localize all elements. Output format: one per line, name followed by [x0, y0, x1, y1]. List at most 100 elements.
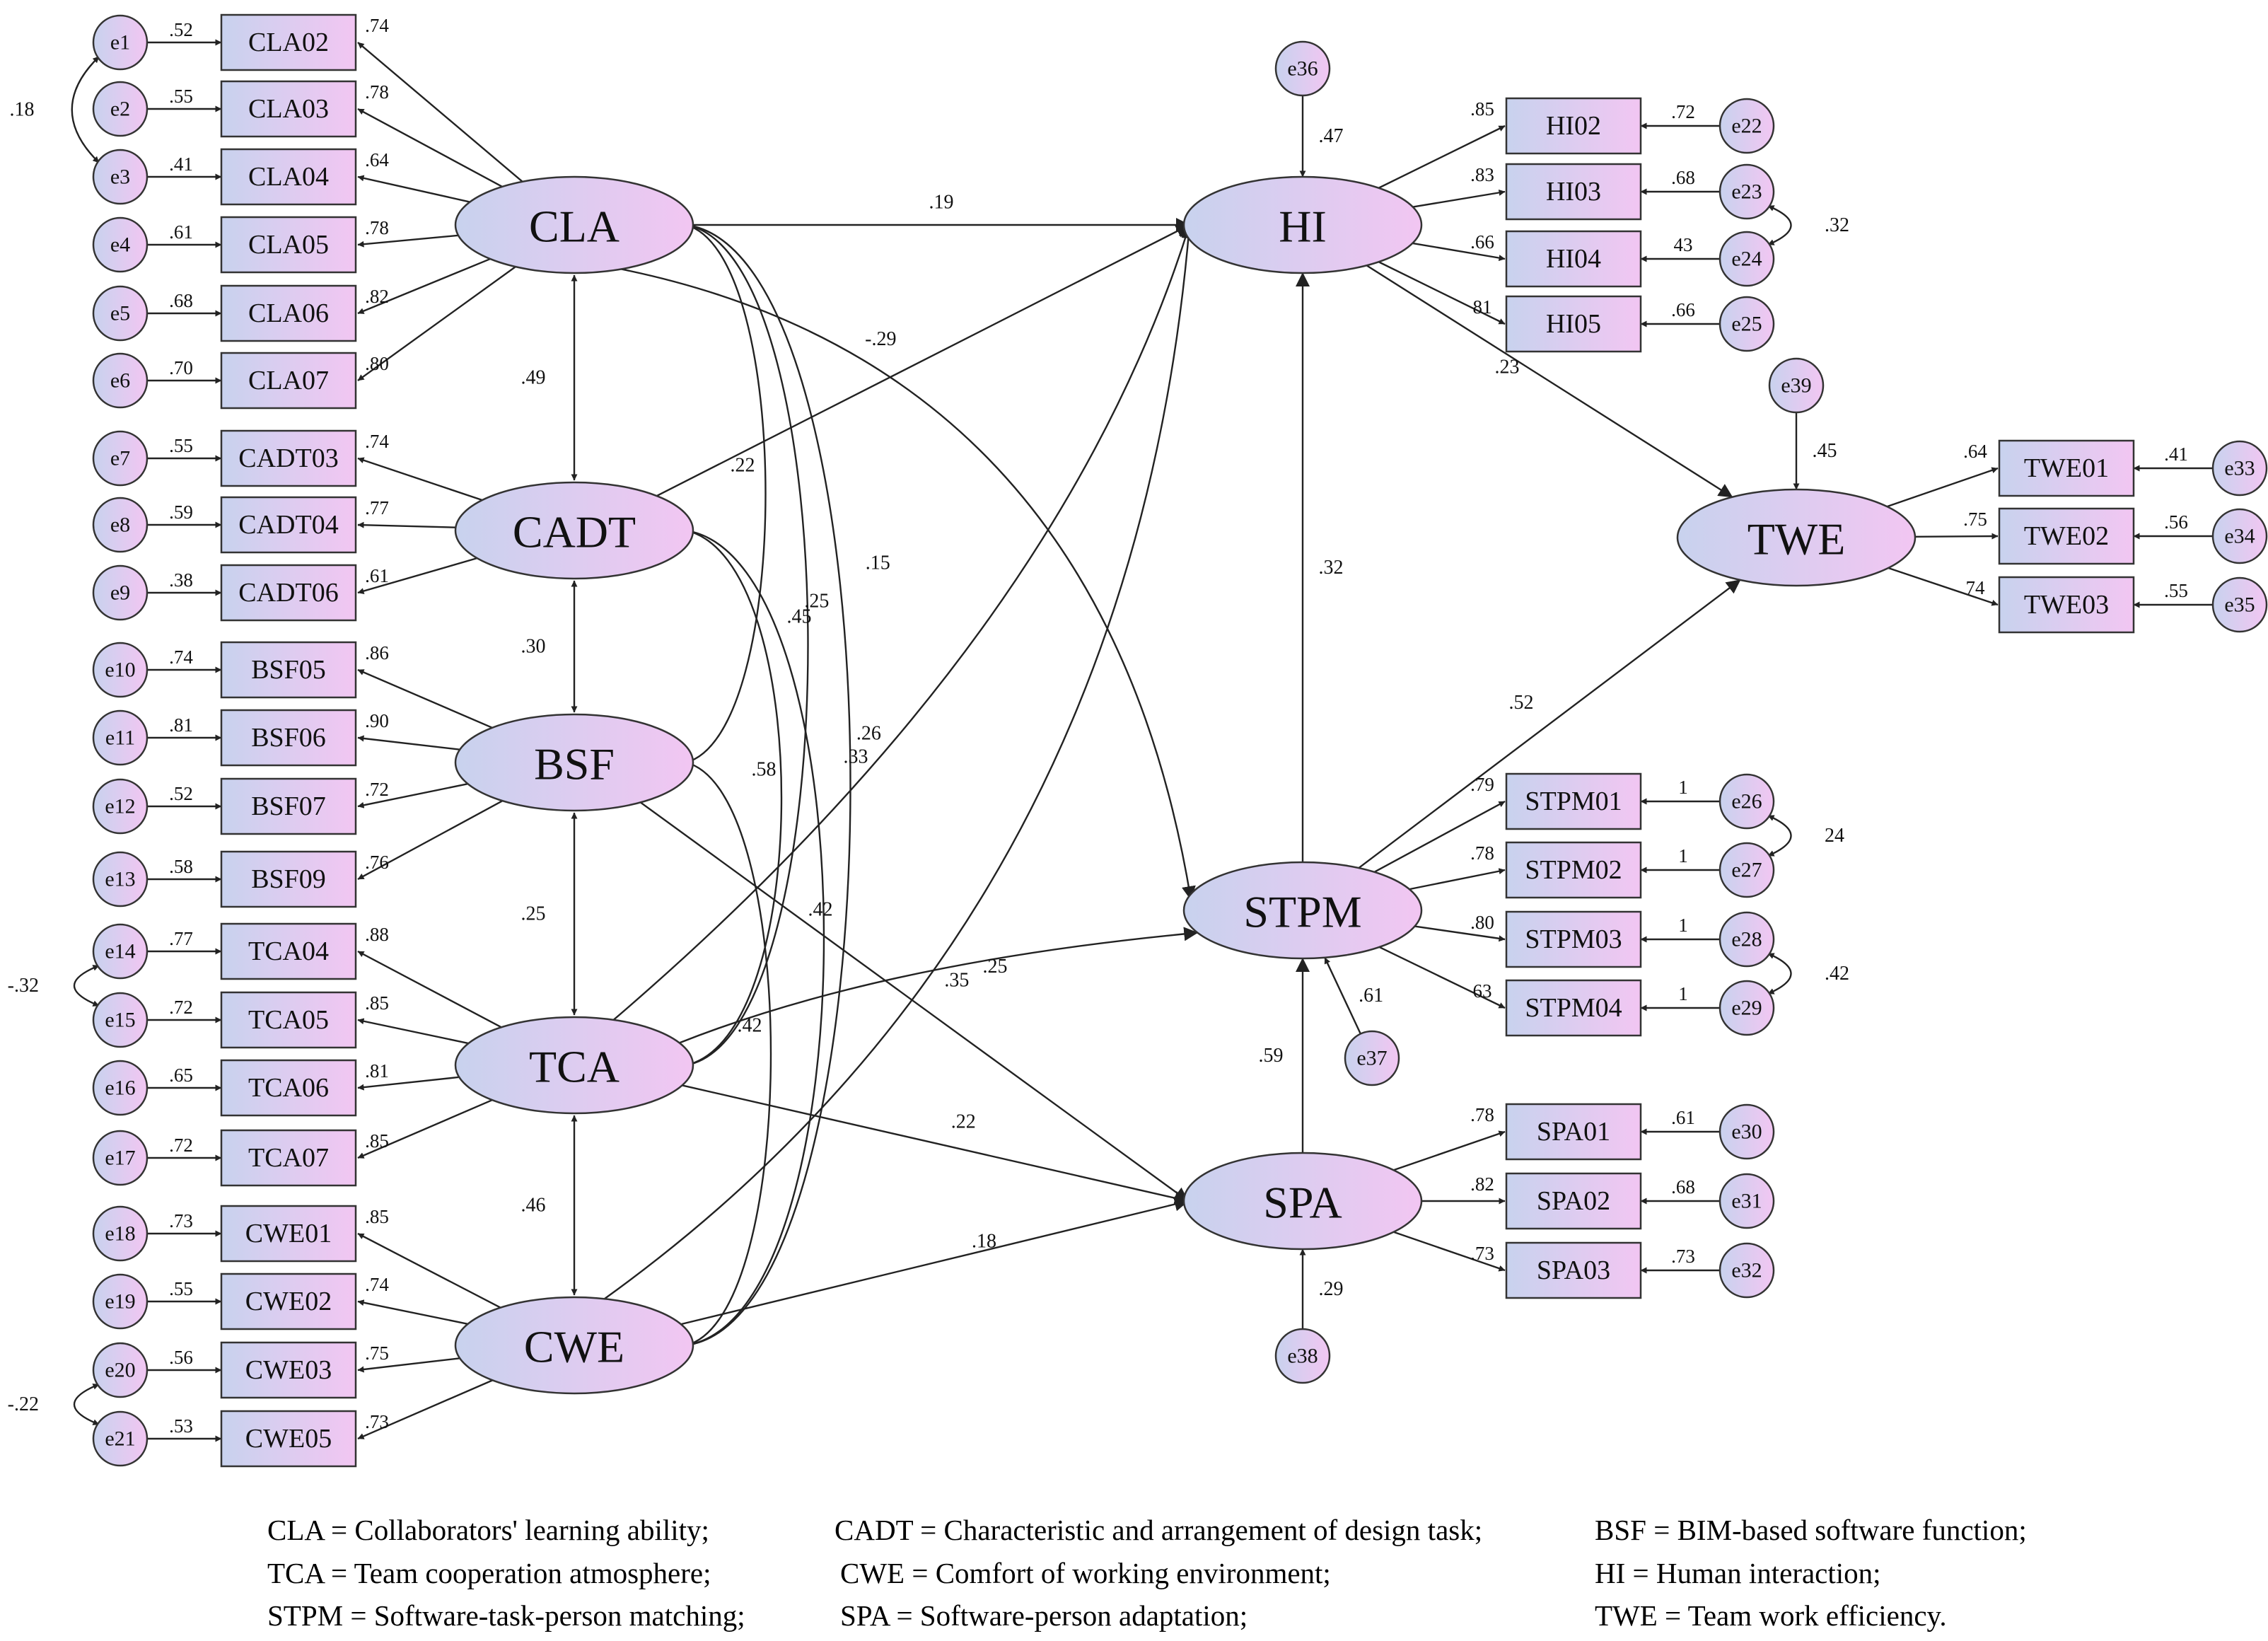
loading-label-cwe01: .85: [365, 1206, 389, 1227]
latent-bsf: [454, 713, 694, 812]
indicator-label-tca05: TCA05: [248, 1005, 329, 1035]
indicator-label-bsf09: BSF09: [251, 864, 326, 894]
loading-label-bsf06: .90: [365, 710, 389, 731]
loading-label-spa03: .73: [1470, 1243, 1494, 1264]
error-e24: [1719, 231, 1775, 287]
indicator-hi03: [1505, 163, 1642, 221]
error-e3: [92, 149, 149, 205]
latent-label-twe: TWE: [1747, 514, 1846, 564]
legend-bsf: BSF = BIM-based software function;: [1595, 1514, 2027, 1546]
indicator-cadt03: [220, 429, 357, 487]
cov-label-cadt-cwe: .42: [808, 899, 833, 921]
nodes-layer: [92, 13, 2268, 1468]
e28-weight: 1: [1678, 915, 1688, 936]
indicator-cla03: [220, 80, 357, 138]
error-label-e17: e17: [105, 1147, 135, 1170]
indicator-cla07: [220, 352, 357, 410]
indicator-bsf06: [220, 709, 357, 767]
loading-cwe05: [357, 1379, 493, 1440]
loading-twe03: [1888, 567, 1999, 606]
loading-spa01: [1393, 1130, 1506, 1171]
loading-cadt06: [357, 557, 477, 594]
loading-label-tca04: .88: [365, 924, 389, 945]
error-label-e38: e38: [1287, 1345, 1318, 1368]
error-e22: [1719, 98, 1775, 154]
error-label-e8: e8: [110, 514, 130, 537]
error-e25: [1719, 296, 1775, 352]
e20-weight: .56: [169, 1347, 193, 1368]
loading-twe02: [1914, 533, 1999, 540]
latent-label-spa: SPA: [1263, 1178, 1342, 1228]
loading-cla06: [357, 257, 491, 315]
path-label-tca-stpm: .25: [983, 956, 1008, 978]
e19-weight: .55: [169, 1278, 193, 1299]
error-label-e16: e16: [105, 1077, 135, 1100]
path-tca-stpm: [679, 927, 1199, 1044]
error-label-e2: e2: [110, 98, 130, 121]
error-label-e11: e11: [105, 726, 135, 750]
loading-bsf09: [357, 800, 504, 881]
loading-label-bsf09: .76: [365, 852, 389, 873]
error-label-e13: e13: [105, 868, 135, 891]
e18-weight: .73: [169, 1210, 193, 1231]
cov-e26-e27: [1767, 814, 1792, 857]
indicator-label-cwe05: CWE05: [245, 1424, 332, 1454]
error-label-e24: e24: [1731, 248, 1762, 271]
error-label-e22: e22: [1731, 115, 1762, 138]
error-label-e12: e12: [105, 795, 135, 818]
indicator-cwe05: [220, 1410, 357, 1468]
loading-stpm02: [1409, 868, 1506, 891]
indicator-cla06: [220, 284, 357, 342]
indicator-tca07: [220, 1129, 357, 1187]
error-e29: [1719, 980, 1775, 1036]
disturbance-path-e37: [1324, 957, 1361, 1035]
error-e9: [92, 564, 149, 621]
e2-weight: .55: [169, 86, 193, 107]
e5-weight: .68: [169, 290, 193, 311]
disturbance-value-e37: .61: [1359, 985, 1383, 1007]
error-e34: [2211, 508, 2268, 564]
indicator-label-bsf06: BSF06: [251, 723, 326, 753]
loading-stpm01: [1373, 800, 1506, 873]
indicator-label-cla02: CLA02: [248, 28, 329, 57]
indicator-label-stpm04: STPM04: [1525, 993, 1622, 1023]
error-label-e36: e36: [1287, 57, 1318, 81]
error-e12: [92, 778, 149, 835]
error-e19: [92, 1273, 149, 1330]
legend-cla: CLA = Collaborators' learning ability;: [267, 1514, 709, 1546]
path-cwe-spa: [680, 1197, 1189, 1326]
error-e1: [92, 14, 149, 71]
e17-weight: .72: [169, 1135, 193, 1156]
path-label-hi-twe: .23: [1495, 356, 1520, 378]
loading-label-spa02: .82: [1470, 1173, 1494, 1195]
loading-label-cla04: .64: [365, 149, 389, 170]
e7-weight: .55: [169, 435, 193, 456]
error-e38: [1274, 1328, 1331, 1384]
indicator-label-stpm01: STPM01: [1525, 787, 1622, 816]
e25-weight: .66: [1671, 299, 1695, 320]
latent-label-tca: TCA: [529, 1042, 620, 1092]
error-label-e15: e15: [105, 1009, 135, 1032]
error-e16: [92, 1060, 149, 1116]
cov-label-bsf-tca: .25: [521, 903, 546, 925]
path-stpm-twe: [1358, 579, 1741, 869]
cov-label-cla-tca: .45: [787, 606, 812, 628]
error-label-e20: e20: [105, 1359, 135, 1382]
error-e6: [92, 352, 149, 409]
loading-label-stpm02: .78: [1470, 842, 1494, 864]
error-label-e23: e23: [1731, 180, 1762, 204]
cov-cla-bsf: [685, 223, 767, 765]
path-tca-hi: [612, 224, 1192, 1021]
loading-cla07: [357, 266, 516, 381]
indicator-twe03: [1998, 576, 2135, 634]
e4-weight: .61: [169, 221, 193, 243]
indicator-bsf07: [220, 777, 357, 835]
error-e23: [1719, 163, 1775, 220]
indicator-cadt04: [220, 496, 357, 554]
disturbance-value-e39: .45: [1813, 440, 1837, 462]
loading-bsf07: [357, 783, 468, 808]
indicator-stpm04: [1505, 979, 1642, 1037]
indicator-label-bsf05: BSF05: [251, 655, 326, 685]
error-e18: [92, 1205, 149, 1262]
cov-label-e1-e3: .18: [10, 99, 35, 121]
